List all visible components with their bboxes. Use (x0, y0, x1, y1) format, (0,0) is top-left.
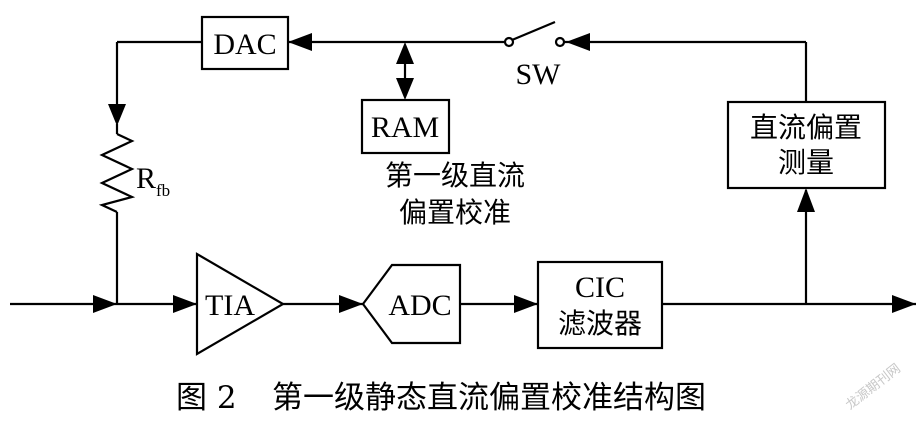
figure-number: 图 2 (176, 380, 237, 416)
stage-label-line2: 偏置校准 (399, 196, 511, 229)
adc-label: ADC (388, 289, 451, 322)
cic-label-line2: 滤波器 (558, 307, 642, 340)
figure-title: 第一级静态直流偏置校准结构图 (272, 380, 706, 416)
watermark: 龙源期刊网 (843, 361, 903, 413)
arrow-into-measure (797, 188, 815, 212)
cic-block (536, 260, 664, 350)
cic-label-line1: CIC (575, 271, 625, 304)
arrow-input (93, 295, 117, 313)
resistor-label: R (136, 162, 156, 195)
switch-blade (511, 20, 556, 42)
arrow-output (892, 295, 916, 313)
switch-contact-left (503, 36, 515, 48)
dc-bias-measure-block (726, 100, 887, 190)
resistor-rfb (98, 133, 136, 213)
switch-contact-right (554, 36, 566, 48)
switch-sw (503, 20, 566, 48)
arrow-ram-up (396, 42, 414, 64)
switch-label: SW (516, 58, 562, 91)
ram-label: RAM (371, 111, 439, 144)
dc-bias-measure-line2: 测量 (778, 146, 834, 179)
resistor-label-subscript: fb (156, 181, 170, 200)
tia-label: TIA (205, 289, 255, 322)
dac-label: DAC (213, 28, 276, 61)
arrow-into-switch (566, 33, 590, 51)
dc-bias-measure-line1: 直流偏置 (750, 111, 862, 144)
stage-label-line1: 第一级直流 (385, 159, 525, 192)
tia-block (195, 252, 286, 356)
arrow-ram-down (396, 78, 414, 100)
ram-block (360, 98, 451, 155)
arrow-into-tia (173, 295, 197, 313)
arrow-into-adc (339, 295, 363, 313)
arrow-into-dac (288, 33, 312, 51)
arrow-into-cic (514, 295, 538, 313)
arrow-into-resistor (108, 104, 126, 126)
